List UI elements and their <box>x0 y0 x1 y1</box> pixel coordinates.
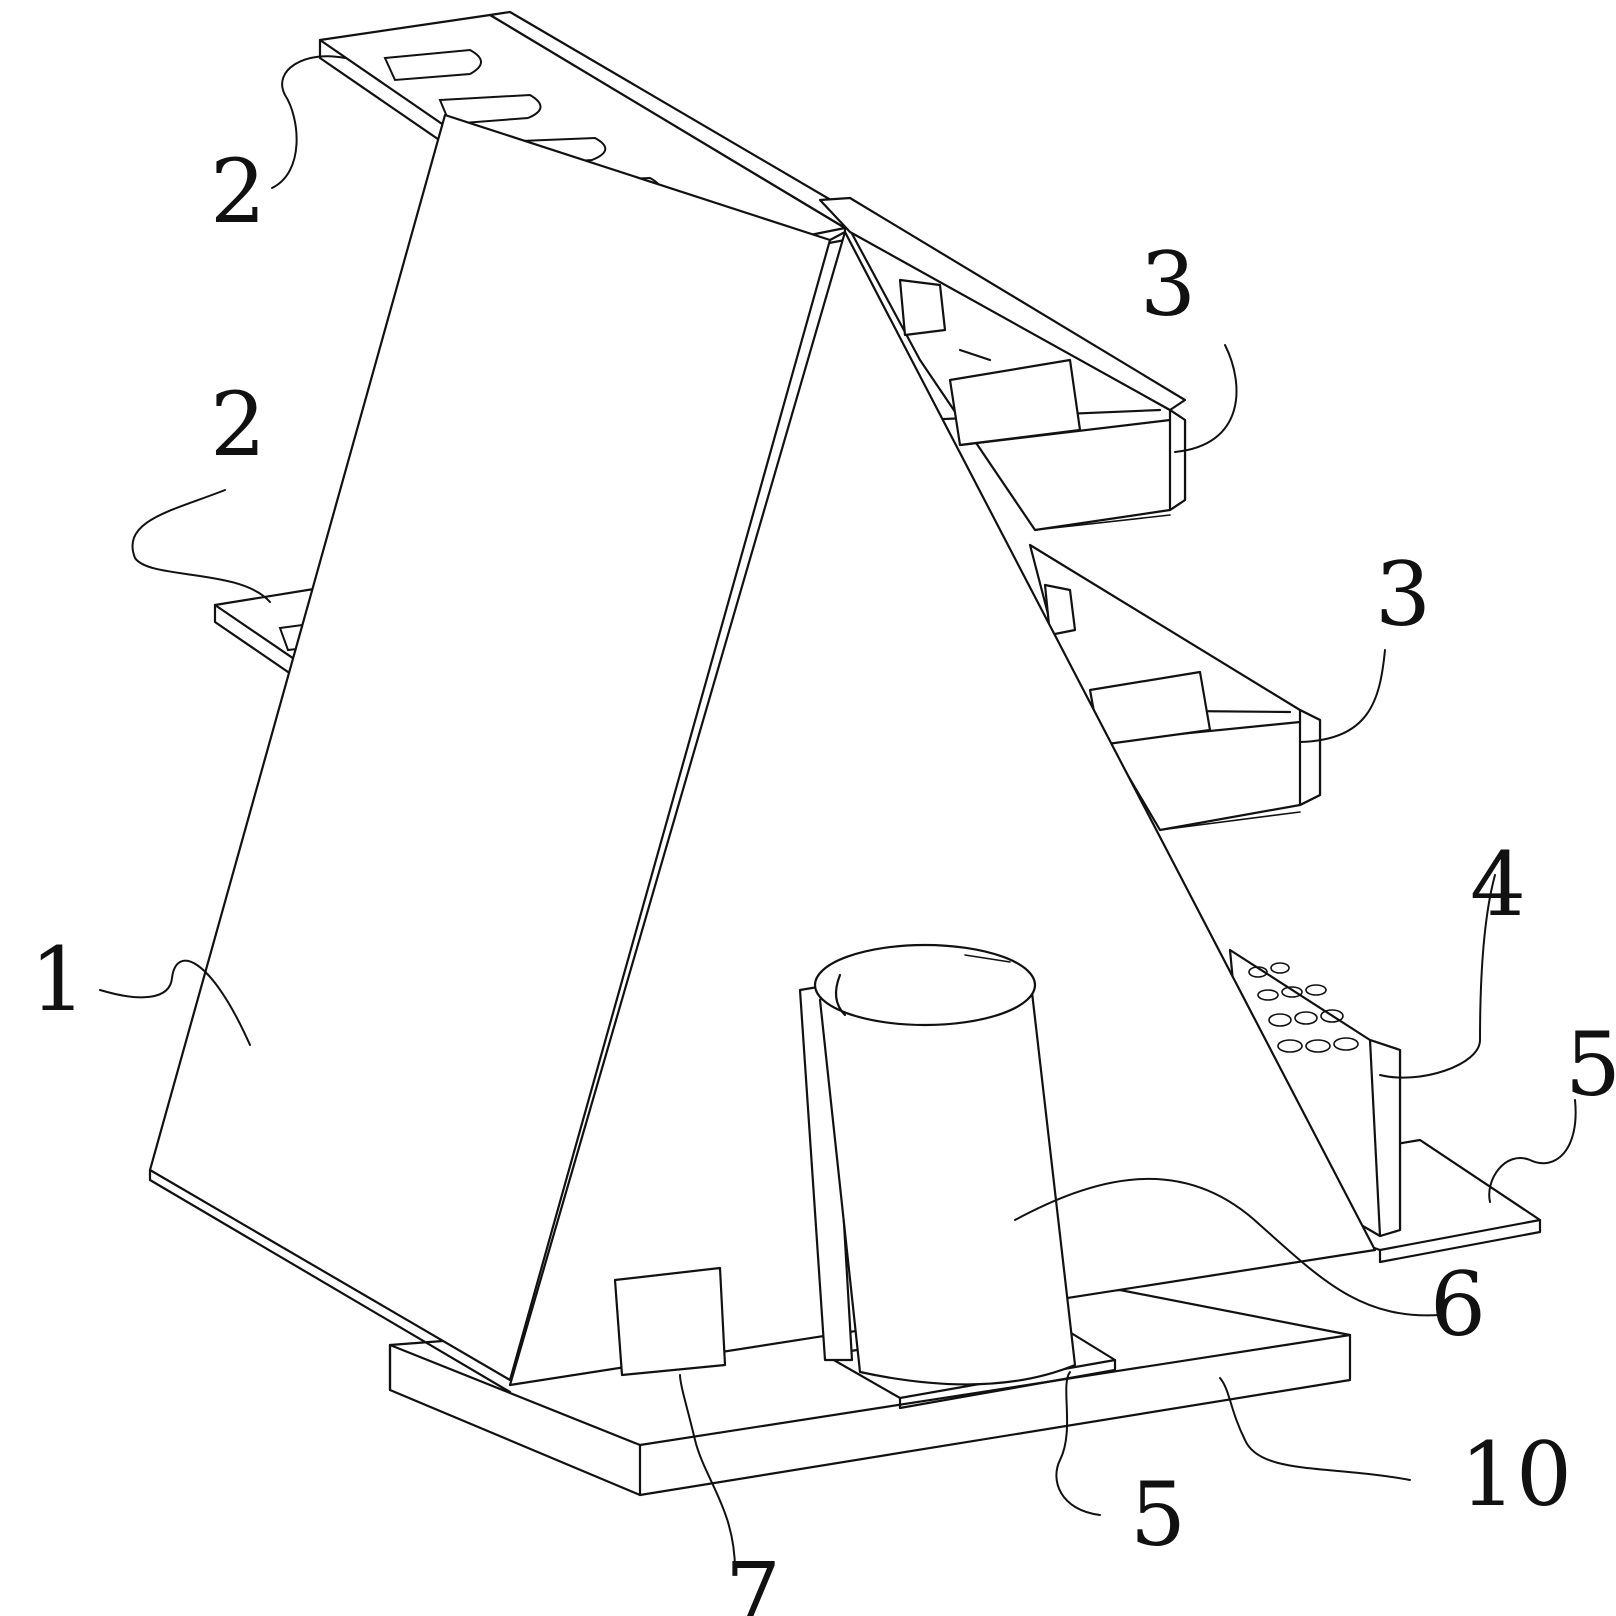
label-main-body: 1 <box>30 928 86 1031</box>
callout-labels: 2 2 3 3 1 4 5 6 10 5 7 <box>30 140 1616 1616</box>
label-lower-shelf: 3 <box>1375 543 1431 646</box>
top-ridge <box>488 10 1187 412</box>
hole-grid <box>1248 962 1359 1053</box>
label-upper-shelf: 3 <box>1140 233 1196 336</box>
label-cup-base-plate: 5 <box>1130 1463 1186 1566</box>
small-plate <box>613 1266 727 1377</box>
label-hole-block: 4 <box>1470 833 1526 936</box>
leader-lines <box>99 55 1577 1571</box>
label-small-plate: 7 <box>725 1543 781 1616</box>
label-base-board: 10 <box>1460 1423 1572 1526</box>
label-middle-rack: 2 <box>210 373 266 476</box>
label-right-base-strip: 5 <box>1565 1013 1616 1116</box>
cup <box>798 943 1077 1386</box>
lower-shelf <box>1028 543 1322 832</box>
label-top-rack: 2 <box>210 140 266 243</box>
left-board <box>148 113 832 1394</box>
upper-shelf <box>848 228 1187 532</box>
label-cup: 6 <box>1430 1253 1486 1356</box>
